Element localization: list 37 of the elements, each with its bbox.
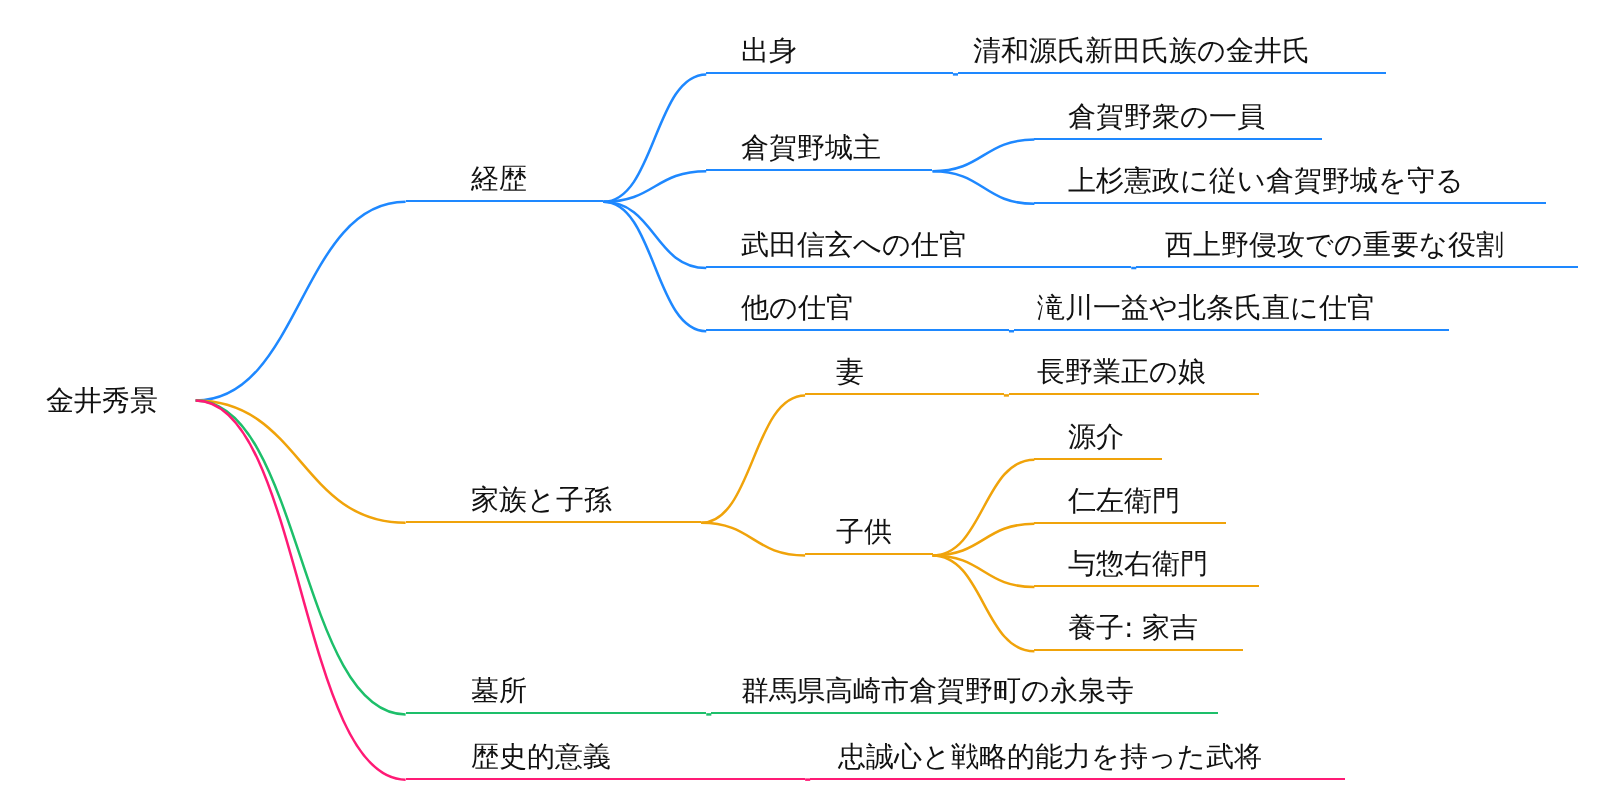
branch-line: [195, 399, 406, 781]
topic-label: 源介: [1034, 419, 1162, 460]
topic-label: 上杉憲政に従い倉賀野城を守る: [1034, 163, 1546, 204]
topic-label: 養子: 家吉: [1034, 611, 1244, 652]
topic-label: 清和源氏新田氏族の金井氏: [958, 34, 1386, 75]
branch-line: [932, 169, 1035, 206]
topic-label: 墓所: [405, 674, 707, 715]
topic-label: 家族と子孫: [405, 482, 702, 523]
branch-line: [805, 778, 811, 781]
branch-line: [700, 394, 806, 525]
branch-line: [195, 399, 406, 716]
root-topic: 金井秀景: [40, 383, 184, 418]
branch-line: [603, 200, 707, 333]
topic-label: 長野業正の娘: [1008, 355, 1259, 396]
topic-label: 与惣右衛門: [1034, 547, 1259, 587]
topic-label: 仁左衛門: [1034, 483, 1226, 524]
topic-label: 経歴: [405, 161, 604, 202]
topic-label: 子供: [805, 515, 933, 556]
branch-line: [603, 169, 707, 204]
topic-label: 武田信玄への仕官: [706, 228, 1132, 269]
branch-line: [1008, 329, 1015, 333]
topic-label: 滝川一益や北条氏直に仕官: [1014, 291, 1450, 332]
topic-label: 歴史的意義: [405, 739, 806, 780]
topic-label: 倉賀野城主: [706, 131, 933, 172]
branch-line: [1003, 394, 1009, 397]
topic-label: 西上野侵攻での重要な役割: [1136, 228, 1578, 269]
branch-line: [952, 73, 958, 76]
topic-label: 他の仕官: [706, 291, 1009, 332]
branch-line: [706, 713, 712, 716]
branch-line: [1131, 266, 1137, 270]
topic-label: 群馬県高崎市倉賀野町の永泉寺: [711, 674, 1218, 715]
branch-line: [701, 521, 806, 557]
topic-label: 出身: [706, 34, 953, 75]
topic-label: 忠誠心と戦略的能力を持った武将: [810, 739, 1346, 780]
topic-label: 倉賀野衆の一員: [1034, 99, 1322, 140]
branch-line: [932, 554, 1035, 653]
topic-label: 妻: [805, 355, 1004, 396]
